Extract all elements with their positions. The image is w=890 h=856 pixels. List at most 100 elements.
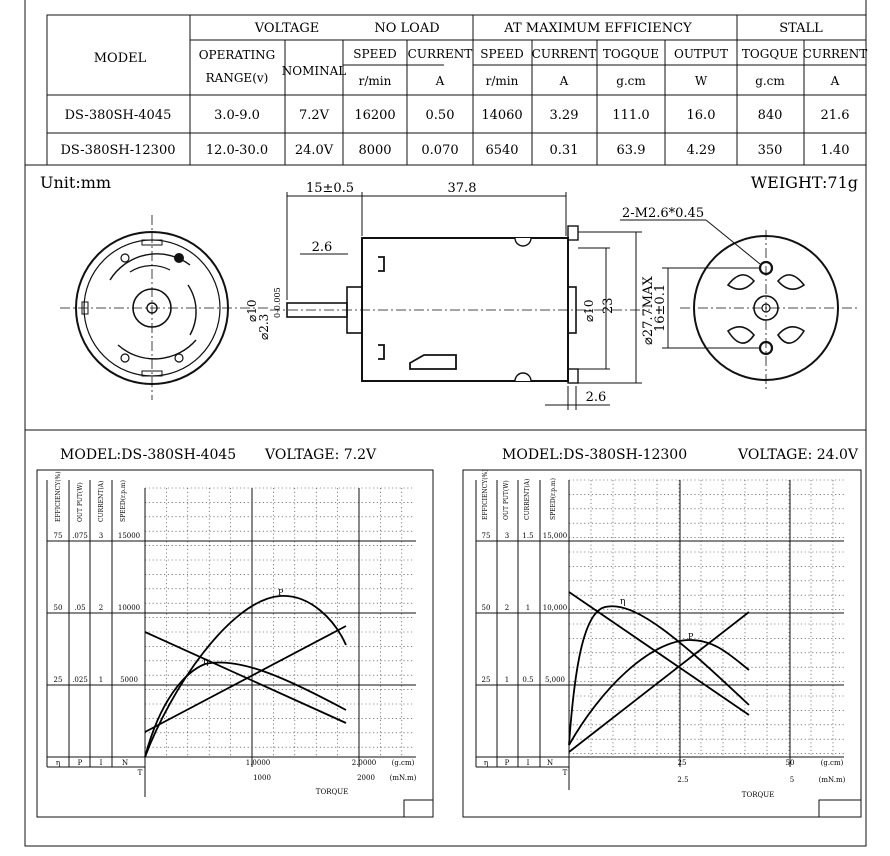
unit-cell: A — [559, 74, 569, 88]
table-cell: 8000 — [358, 143, 391, 158]
table-cell: 63.9 — [617, 143, 646, 158]
dim-height-23: 23 — [601, 297, 616, 314]
axis-head-current: CURRENT(A) — [524, 479, 531, 520]
curve-label-eta: η — [620, 597, 625, 607]
tick-label: 3 — [505, 532, 509, 540]
dimension-drawing: Unit:mm WEIGHT:71g — [24, 164, 867, 431]
x-tick-top: 2.0000 — [352, 759, 377, 767]
th-current: CURRENT — [532, 47, 597, 61]
unit-cell: g.cm — [755, 74, 785, 88]
table-cell: 840 — [758, 108, 783, 123]
table-cell: 3.0-9.0 — [214, 108, 260, 123]
tick-label: 75 — [54, 532, 63, 540]
x-axis-title: TORQUE — [316, 788, 348, 796]
symbol-label: P — [78, 759, 83, 767]
x-tick-top: 50 — [786, 759, 795, 767]
tick-label: 50 — [54, 604, 63, 612]
charts-frame — [24, 429, 867, 847]
dim-shaft-diameter: ⌀2.3 — [257, 314, 271, 340]
table-cell: 24.0V — [295, 143, 334, 158]
table-cell: 0.50 — [426, 108, 455, 123]
curve-efficiency — [568, 605, 750, 746]
tick-label: 25 — [482, 676, 491, 684]
table-cell: 3.29 — [550, 108, 579, 123]
unit-cell: A — [830, 74, 840, 88]
tick-label: 75 — [482, 532, 491, 540]
x-tick-bottom: 1000 — [253, 774, 271, 782]
axis-head-efficiency: EFFICIENCY(%) — [55, 471, 62, 522]
symbol-label: I — [100, 759, 103, 767]
tick-label: 5000 — [120, 676, 138, 684]
x-tick-bottom: 5 — [790, 776, 794, 784]
performance-chart-4045: EFFICIENCY(%) OUT PUT(W) CURRENT(A) SPEE… — [36, 469, 434, 818]
origin-label: T — [563, 769, 568, 777]
dim-rear-length: 2.6 — [586, 390, 607, 405]
tick-label: .025 — [72, 676, 88, 684]
curve-current — [144, 625, 347, 733]
axis-head-efficiency: EFFICIENCY(%) — [482, 469, 489, 520]
dim-body-length: 37.8 — [448, 181, 477, 196]
tick-label: .05 — [74, 604, 85, 612]
tick-label: 10000 — [118, 604, 140, 612]
origin-label: T — [138, 769, 143, 777]
unit-cell: A — [435, 74, 445, 88]
table-row: DS-380SH-4045 3.0-9.0 7.2V 16200 0.50 14… — [65, 108, 850, 123]
symbol-label: N — [547, 759, 553, 767]
curve-label-p: P — [688, 632, 694, 641]
dim-boss-length: 2.6 — [312, 240, 333, 255]
symbol-label: P — [505, 759, 510, 767]
weight-label: WEIGHT:71g — [751, 173, 858, 192]
x-unit-top: (g.cm) — [821, 759, 844, 767]
x-axis-title: TORQUE — [742, 791, 774, 799]
unit-label: Unit:mm — [40, 173, 111, 192]
table-cell: 14060 — [481, 108, 522, 123]
tick-label: 2 — [505, 604, 509, 612]
th-max-efficiency: AT MAXIMUM EFFICIENCY — [503, 21, 692, 36]
table-cell: 0.31 — [550, 143, 579, 158]
dim-hole-pitch: 16±0.1 — [653, 284, 668, 332]
chart1-voltage: VOLTAGE: 7.2V — [264, 447, 377, 463]
curve-speed — [568, 591, 750, 716]
x-tick-bottom: 2000 — [357, 774, 375, 782]
tick-label: 15000 — [118, 532, 140, 540]
x-unit-top: (g.cm) — [392, 759, 415, 767]
table-cell: 4.29 — [687, 143, 716, 158]
curve-current — [568, 611, 750, 753]
x-tick-top: 25 — [678, 759, 687, 767]
th-current: CURRENT — [803, 47, 868, 61]
axis-head-current: CURRENT(A) — [98, 481, 105, 522]
symbol-label: I — [527, 759, 530, 767]
dim-shaft-length: 15±0.5 — [306, 181, 354, 196]
axis-head-speed: SPEED(r.p.m) — [550, 478, 557, 520]
th-current: CURRENT — [408, 47, 473, 61]
table-cell: 6540 — [485, 143, 518, 158]
tick-label: 1.5 — [522, 532, 533, 540]
axis-head-output: OUT PUT(W) — [77, 482, 84, 522]
x-unit-bottom: (mN.m) — [390, 774, 417, 782]
dim-body-diameter: ⌀27.7MAX — [641, 276, 656, 345]
symbol-label: N — [122, 759, 128, 767]
dim-screw-holes: 2-M2.6*0.45 — [622, 206, 704, 221]
unit-cell: W — [695, 74, 708, 88]
th-no-load: NO LOAD — [374, 21, 439, 36]
tick-label: .075 — [72, 532, 88, 540]
x-tick-top: 1.0000 — [246, 759, 271, 767]
th-model: MODEL — [94, 51, 147, 66]
tick-label: 2 — [99, 604, 103, 612]
curve-label-eta: η — [203, 657, 208, 667]
chart2-model: MODEL:DS-380SH-12300 — [502, 447, 687, 463]
tick-label: 3 — [99, 532, 103, 540]
table-cell: 111.0 — [612, 108, 649, 123]
th-range: RANGE(v) — [206, 71, 269, 85]
unit-cell: r/min — [359, 74, 392, 88]
th-speed: SPEED — [353, 47, 396, 61]
front-end-view — [60, 215, 270, 400]
symbol-label: η — [484, 759, 488, 767]
th-torque: TOGQUE — [742, 47, 798, 61]
chart1-model: MODEL:DS-380SH-4045 — [60, 447, 236, 463]
unit-cell: g.cm — [616, 74, 646, 88]
table-cell: 7.2V — [299, 108, 330, 123]
unit-cell: r/min — [486, 74, 519, 88]
table-cell: DS-380SH-4045 — [65, 108, 172, 123]
curve-efficiency — [144, 661, 347, 758]
